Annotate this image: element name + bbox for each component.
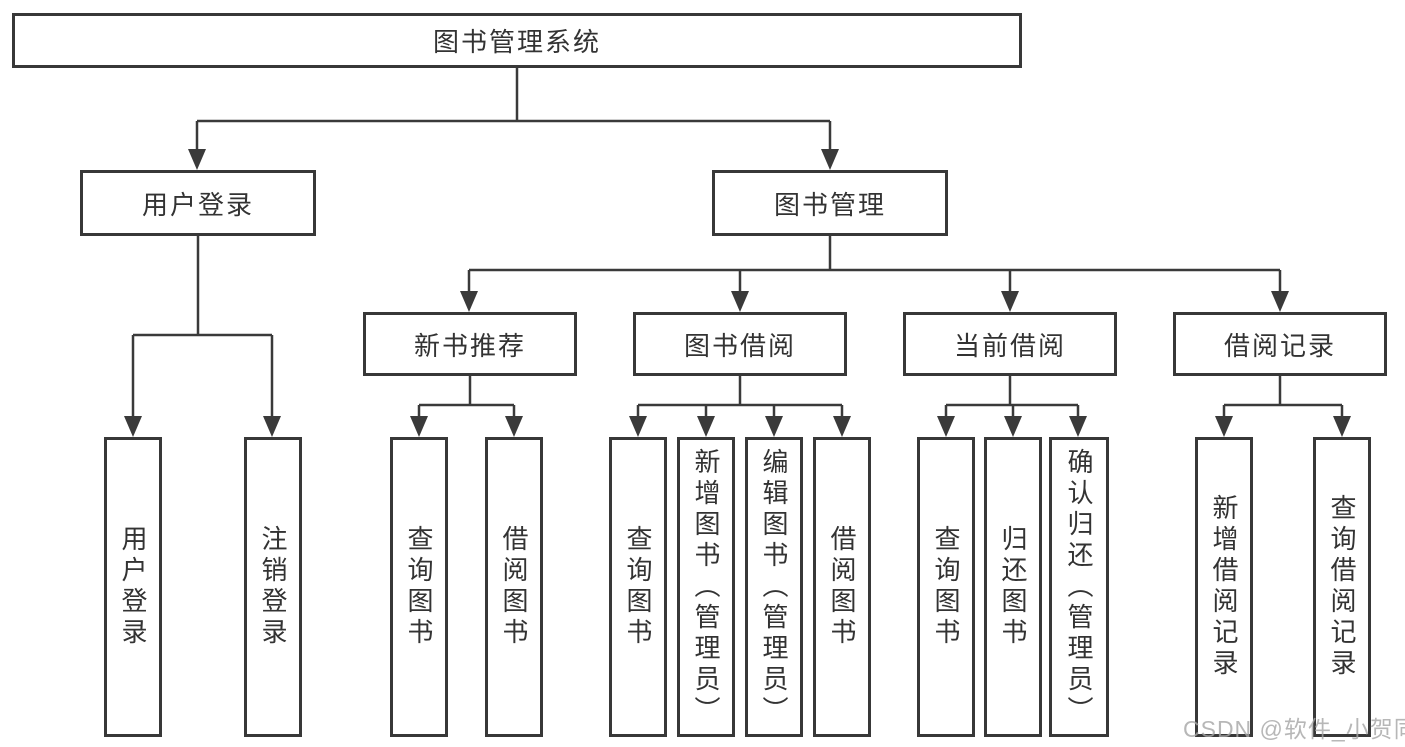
- node-borrowing-records: 借阅记录: [1173, 312, 1387, 376]
- node-library-management-system: 图书管理系统: [12, 13, 1022, 68]
- leaf-edit-books-admin: 编辑图书（管理员）: [745, 437, 803, 737]
- node-book-management: 图书管理: [712, 170, 948, 236]
- leaf-confirm-return-admin: 确认归还（管理员）: [1049, 437, 1109, 737]
- leaf-query-borrow-record: 查询借阅记录: [1313, 437, 1371, 737]
- node-current-borrowing: 当前借阅: [903, 312, 1117, 376]
- leaf-query-books-current: 查询图书: [917, 437, 975, 737]
- node-new-book-recommendation: 新书推荐: [363, 312, 577, 376]
- leaf-add-books-admin: 新增图书（管理员）: [677, 437, 735, 737]
- leaf-return-books: 归还图书: [984, 437, 1042, 737]
- leaf-query-books-recommend: 查询图书: [390, 437, 448, 737]
- leaf-logout: 注销登录: [244, 437, 302, 737]
- arrowheads: [124, 149, 1351, 437]
- leaf-add-borrow-record: 新增借阅记录: [1195, 437, 1253, 737]
- leaf-borrow-books-recommend: 借阅图书: [485, 437, 543, 737]
- leaf-query-books-borrowing: 查询图书: [609, 437, 667, 737]
- node-book-borrowing: 图书借阅: [633, 312, 847, 376]
- node-user-login: 用户登录: [80, 170, 316, 236]
- csdn-watermark: CSDN @软件_小贺同学: [1183, 716, 1405, 742]
- leaf-borrow-books-borrowing: 借阅图书: [813, 437, 871, 737]
- leaf-user-login: 用户登录: [104, 437, 162, 737]
